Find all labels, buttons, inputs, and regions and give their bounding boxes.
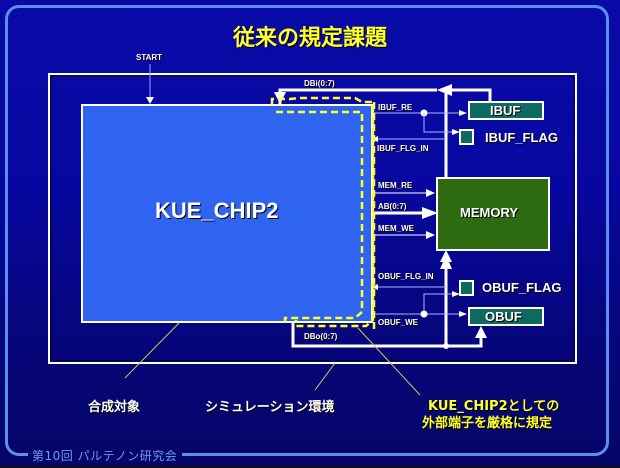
signal-ibuf-flg-in: IBUF_FLG_IN — [377, 144, 429, 153]
start-label: START — [136, 53, 163, 62]
obuf-block[interactable] — [468, 307, 544, 326]
ibuf-flag-block[interactable] — [459, 129, 474, 145]
chip-label: KUE_CHIP2 — [155, 198, 279, 223]
signal-obuf-we: OBUF_WE — [378, 318, 418, 327]
signal-obuf-flg-in: OBUF_FLG_IN — [378, 272, 434, 281]
slide-title: 従来の規定課題 — [232, 26, 387, 51]
synthesis-leader — [124, 321, 181, 379]
obuf-flag-label: OBUF_FLAG — [482, 280, 562, 295]
memory-block[interactable] — [436, 177, 550, 251]
slide-frame — [5, 5, 609, 456]
ibuf-block[interactable] — [468, 101, 544, 120]
signal-mem-we: MEM_WE — [378, 224, 414, 233]
signal-mem-re: MEM_RE — [378, 181, 413, 190]
signal-dbi: DBi(0:7) — [304, 79, 335, 88]
external-pins-boundary-inner — [276, 110, 364, 325]
spec-note-line1: KUE_CHIP2としての — [428, 399, 560, 414]
dbo-arrow-icon — [475, 326, 487, 338]
kue-chip2-block[interactable] — [81, 104, 373, 323]
signal-dbo: DBo(0:7) — [304, 332, 338, 341]
synthesis-target-note: 合成対象 — [88, 400, 141, 415]
spec-note-line2: 外部端子を厳格に規定 — [422, 416, 553, 431]
ibuf-label: IBUF — [490, 103, 521, 118]
obuf-flag-block[interactable] — [459, 280, 474, 296]
memory-label: MEMORY — [460, 205, 519, 220]
external-pins-boundary-outer — [270, 96, 375, 328]
signal-ab: AB(0:7) — [378, 202, 407, 211]
simulation-env-box — [48, 73, 577, 364]
signal-ibuf-re: IBUF_RE — [378, 103, 413, 112]
start-arrow-icon — [146, 97, 154, 104]
obuf-label: OBUF — [485, 309, 522, 324]
spec-leader — [357, 327, 421, 396]
ibuf-return-wire — [440, 88, 492, 101]
ibuf-flag-label: IBUF_FLAG — [485, 130, 558, 145]
slide-footer: 第10回 パルテノン研究会 — [32, 449, 178, 463]
simulation-env-note: シミュレーション環境 — [205, 400, 335, 415]
simulation-leader — [314, 362, 336, 391]
